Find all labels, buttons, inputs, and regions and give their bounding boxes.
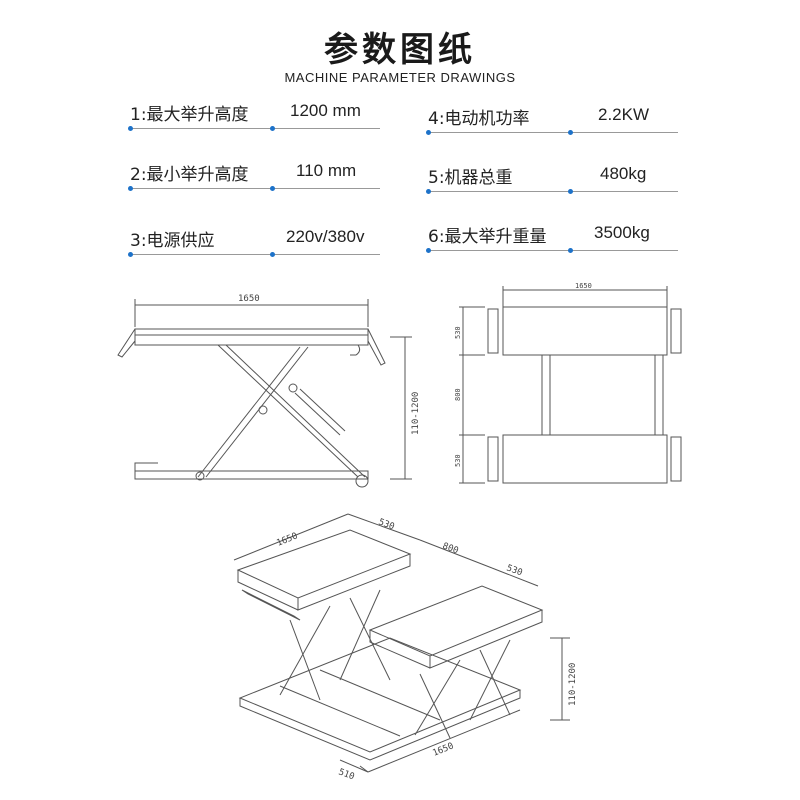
iso-dim-gap: 800 (441, 541, 460, 556)
top-view-drawing: 1650 530 800 530 (454, 283, 682, 484)
param-value: 220v/380v (286, 227, 365, 246)
param-value: 3500kg (594, 223, 650, 242)
param-underline (426, 130, 678, 135)
top-dim-width-bottom: 530 (454, 454, 462, 467)
iso-dim-height: 110-1200 (568, 663, 578, 706)
page-subtitle: MACHINE PARAMETER DRAWINGS (284, 70, 516, 85)
iso-dim-width-right: 530 (505, 563, 524, 578)
side-dim-height: 110-1200 (411, 392, 421, 435)
param-underline (426, 248, 678, 253)
top-dim-gap: 800 (454, 388, 462, 401)
param-underline (426, 189, 678, 194)
param-label: 5:机器总重 (428, 168, 513, 188)
param-label: 1:最大举升高度 (130, 105, 249, 125)
iso-dim-length-top: 1650 (275, 531, 299, 548)
param-underline (128, 186, 380, 191)
param-min-lift-height: 2:最小举升高度 110 mm (128, 152, 380, 192)
param-underline (128, 252, 380, 257)
param-power-supply: 3:电源供应 220v/380v (128, 218, 380, 258)
iso-dim-length-bottom: 1650 (431, 741, 455, 758)
param-label: 3:电源供应 (130, 231, 215, 251)
side-dim-length: 1650 (238, 294, 260, 304)
page-title: 参数图纸 (324, 30, 476, 70)
iso-dim-width-top: 530 (377, 517, 396, 532)
param-value: 110 mm (296, 161, 357, 180)
param-max-load: 6:最大举升重量 3500kg (426, 214, 678, 254)
iso-dim-width-bottom: 510 (337, 767, 356, 782)
param-label: 6:最大举升重量 (428, 227, 547, 247)
side-view-drawing: 1650 110-1200 (117, 294, 421, 488)
param-value: 480kg (600, 164, 647, 183)
param-label: 2:最小举升高度 (130, 165, 249, 185)
param-max-lift-height: 1:最大举升高度 1200 mm (128, 92, 380, 132)
param-value: 2.2KW (598, 105, 650, 124)
isometric-view-drawing: 1650 530 800 530 110-1200 1650 510 (233, 513, 578, 782)
top-dim-width-top: 530 (454, 326, 462, 339)
param-label: 4:电动机功率 (428, 109, 530, 129)
param-total-weight: 5:机器总重 480kg (426, 155, 678, 195)
param-value: 1200 mm (290, 101, 361, 120)
param-motor-power: 4:电动机功率 2.2KW (426, 96, 678, 136)
param-underline (128, 126, 380, 131)
top-dim-length: 1650 (575, 283, 592, 290)
